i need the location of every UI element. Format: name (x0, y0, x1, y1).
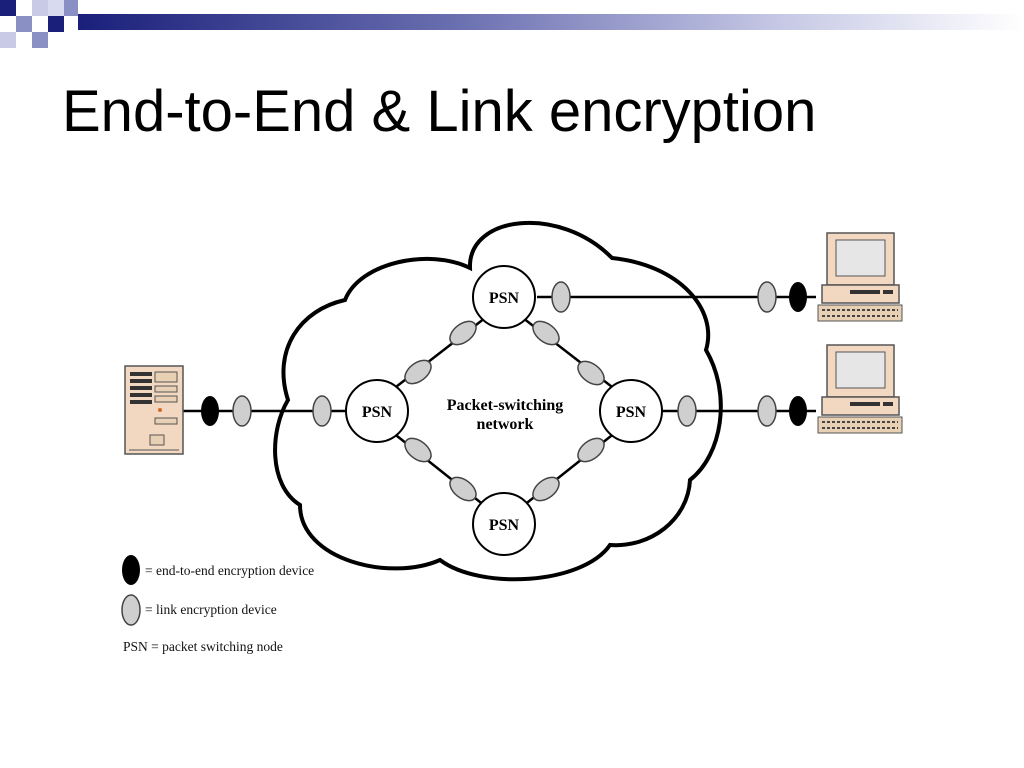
host-tower-icon (124, 365, 184, 455)
title-rule (78, 14, 1024, 30)
corner-decoration (0, 0, 78, 48)
legend-link-swatch (121, 594, 141, 626)
legend-end-to-end-label: = end-to-end encryption device (145, 563, 314, 578)
link-encryption-devices (232, 281, 777, 502)
network-label-line1: Packet-switching (447, 397, 563, 414)
psn-node-top: PSN (472, 265, 536, 329)
legend-end-to-end-swatch (122, 555, 140, 585)
svg-text:PSN: PSN (362, 404, 393, 421)
slide-title: End-to-End & Link encryption (62, 79, 817, 144)
psn-node-left: PSN (345, 379, 409, 443)
network-label-line2: network (477, 416, 534, 433)
network-cloud (273, 220, 723, 582)
psn-node-right: PSN (599, 379, 663, 443)
svg-text:PSN: PSN (616, 404, 647, 421)
psn-node-bottom: PSN (472, 492, 536, 556)
terminal-top-icon (817, 232, 903, 322)
end-to-end-encryption-devices (201, 282, 807, 426)
svg-text:PSN: PSN (489, 517, 520, 534)
terminal-bottom-icon (817, 344, 903, 434)
legend: = end-to-end encryption device = link en… (121, 555, 314, 654)
legend-link-label: = link encryption device (145, 602, 277, 617)
legend-psn-label: PSN = packet switching node (123, 639, 283, 654)
svg-text:PSN: PSN (489, 290, 520, 307)
